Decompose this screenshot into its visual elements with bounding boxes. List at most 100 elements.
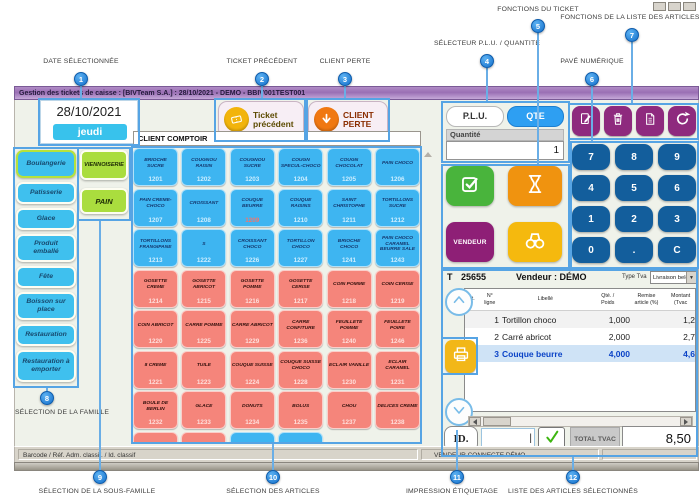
subfamily-button-pain[interactable]: PAIN <box>80 188 128 214</box>
family-button-patisserie[interactable]: Patisserie <box>16 182 76 204</box>
keypad-key-7[interactable]: 7 <box>572 144 610 170</box>
keypad-key-5[interactable]: 5 <box>615 175 653 201</box>
keypad-key-3[interactable]: 3 <box>658 206 696 232</box>
family-button-f-te[interactable]: Fête <box>16 266 76 288</box>
keypad-key-c[interactable]: C <box>658 237 696 263</box>
type-tva-dropdown[interactable]: Livraison belg ▼ <box>650 271 697 284</box>
article-button[interactable]: PAIN CHOCO <box>278 431 324 444</box>
keypad-key-4[interactable]: 4 <box>572 175 610 201</box>
family-button-boulangerie[interactable]: Boulangerie <box>16 150 76 178</box>
delete-line-button[interactable] <box>604 106 632 136</box>
keypad-key-8[interactable]: 8 <box>615 144 653 170</box>
duplicate-line-button[interactable] <box>636 106 664 136</box>
subfamily-button-viennoiserie[interactable]: VIENNOISERIE <box>80 150 128 180</box>
keypad-key-0[interactable]: 0 <box>572 237 610 263</box>
undo-button[interactable] <box>668 106 696 136</box>
maximize-button[interactable] <box>668 2 681 11</box>
keypad-key-2[interactable]: 2 <box>615 206 653 232</box>
scroll-left-arrow[interactable] <box>469 417 481 426</box>
date-selector[interactable]: 28/10/2021 jeudi <box>40 100 138 144</box>
quantity-input[interactable]: 1 <box>446 141 564 160</box>
article-button[interactable]: COOKIE <box>181 431 227 444</box>
keypad-key-1[interactable]: 1 <box>572 206 610 232</box>
family-button-boisson-sur[interactable]: Boisson sur place <box>16 292 76 320</box>
previous-ticket-button[interactable]: Ticket précédent <box>218 101 304 138</box>
minimize-button[interactable] <box>653 2 666 11</box>
keypad-key-dot[interactable]: . <box>615 237 653 263</box>
keypad-key-6[interactable]: 6 <box>658 175 696 201</box>
family-button-restauration[interactable]: Restauration <box>16 324 76 346</box>
horizontal-scrollbar[interactable] <box>468 416 693 427</box>
vendeur-button[interactable]: VENDEUR <box>446 222 494 262</box>
scroll-down-button[interactable] <box>445 398 473 426</box>
family-button-glace[interactable]: Glace <box>16 208 76 230</box>
grid-scroll-up-icon[interactable] <box>424 152 432 157</box>
scroll-right-arrow[interactable] <box>680 417 692 426</box>
family-button-restauration-[interactable]: Restauration à emporter <box>16 350 76 382</box>
plu-selector-button[interactable]: P.L.U. <box>446 106 504 127</box>
article-code: 1230 <box>342 378 357 386</box>
close-button[interactable] <box>683 2 696 11</box>
hold-ticket-button[interactable] <box>508 166 562 206</box>
window-controls[interactable] <box>653 2 696 11</box>
scrollbar-thumb[interactable] <box>483 417 511 426</box>
article-name: ECLAIR CARAMEL <box>385 360 410 371</box>
keypad-key-9[interactable]: 9 <box>658 144 696 170</box>
validate-ticket-button[interactable] <box>446 166 494 206</box>
qty-selector-button[interactable]: QTE <box>507 106 564 127</box>
article-button[interactable]: BRIOCHE AU <box>229 431 275 444</box>
edit-line-button[interactable] <box>572 106 600 136</box>
article-button[interactable]: BEIGNET <box>133 431 178 444</box>
article-name: 8 CREME <box>144 363 167 369</box>
scroll-up-button[interactable] <box>445 288 473 316</box>
search-binoculars-button[interactable] <box>508 222 562 262</box>
print-label-button[interactable] <box>445 340 476 373</box>
family-button-produit[interactable]: Produit emballé <box>16 234 76 262</box>
